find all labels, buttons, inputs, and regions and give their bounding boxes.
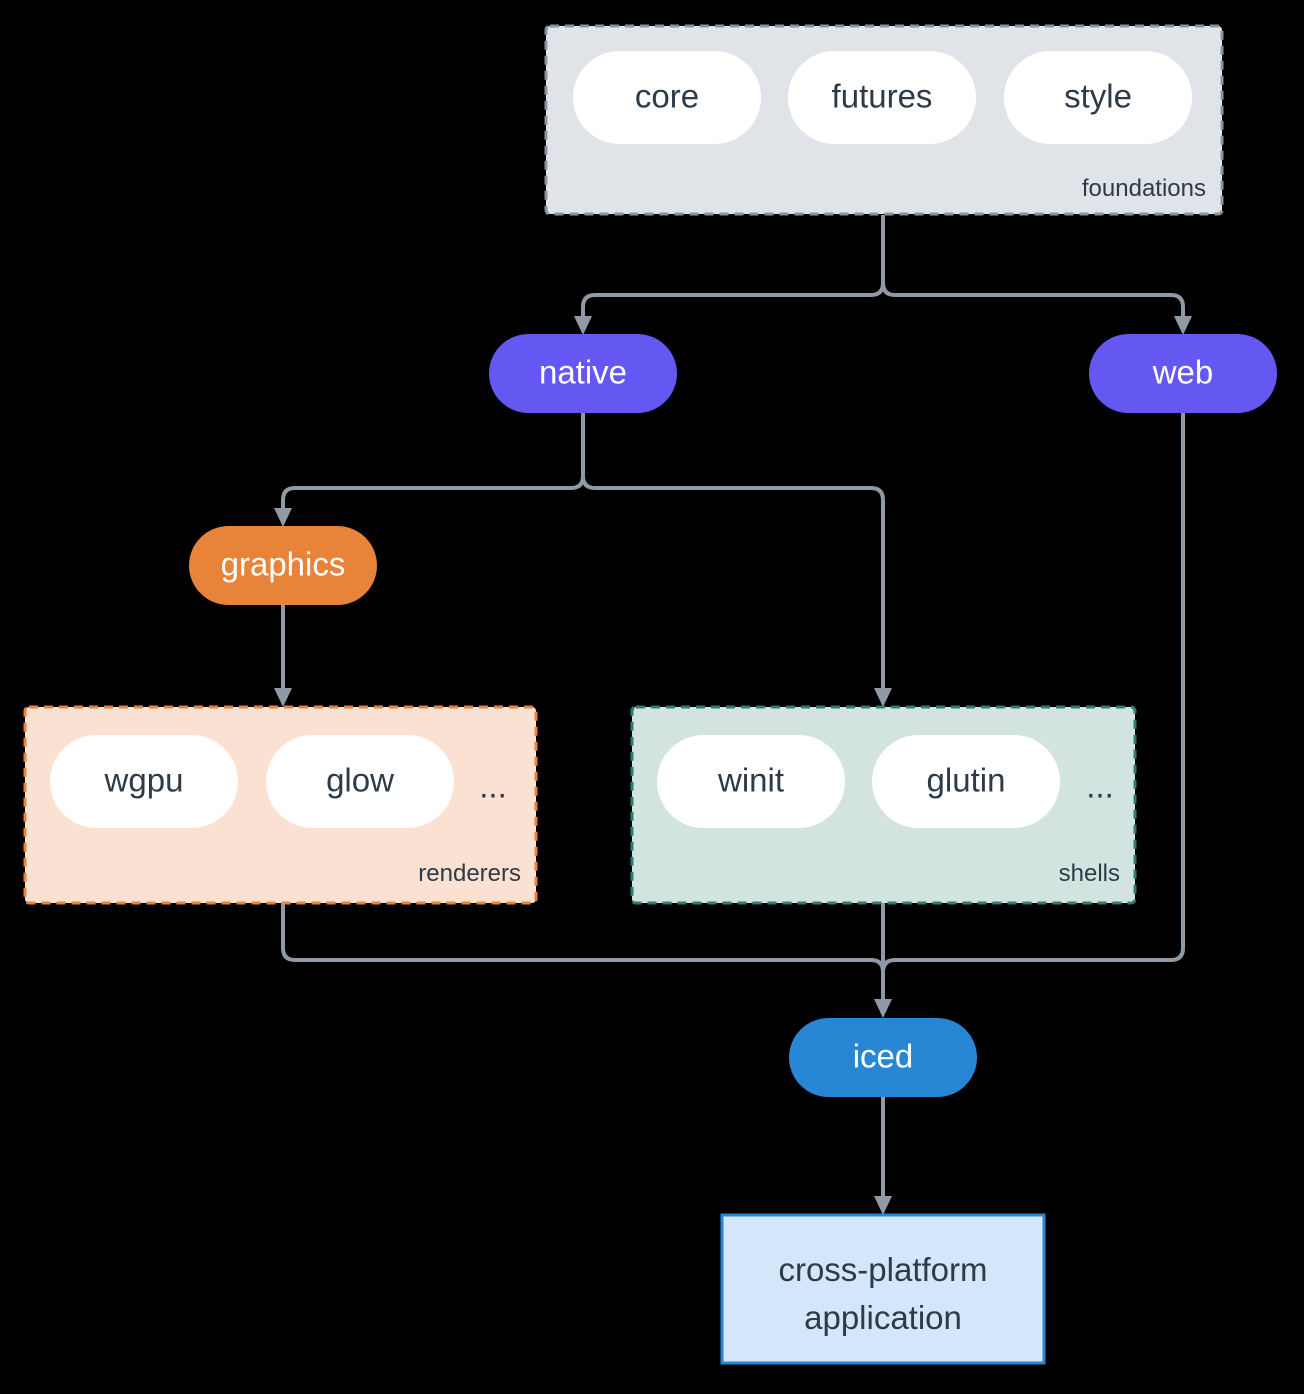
pill-core-shape [573, 51, 761, 144]
pill-glutin[interactable]: glutin [872, 735, 1060, 828]
node-application-shape [720, 1213, 1046, 1365]
pill-glow-shape [266, 735, 454, 828]
renderers-ellipsis: ... [479, 768, 507, 805]
arrow-graphics [274, 508, 292, 527]
foundations-caption: foundations [1082, 175, 1206, 202]
arrow-native [574, 316, 592, 335]
pill-core-label: core [635, 78, 699, 115]
node-iced-shape [789, 1018, 977, 1097]
pill-winit[interactable]: winit [657, 735, 845, 828]
pill-wgpu[interactable]: wgpu [50, 735, 238, 828]
node-native-label: native [539, 354, 627, 391]
pill-winit-label: winit [717, 762, 784, 799]
node-web-shape [1089, 334, 1277, 413]
node-web-label: web [1152, 354, 1214, 391]
pill-core[interactable]: core [573, 51, 761, 144]
node-graphics-shape [189, 526, 377, 605]
node-graphics[interactable]: graphics [189, 526, 377, 605]
pill-futures[interactable]: futures [788, 51, 976, 144]
arrow-renderers [274, 688, 292, 707]
arrow-shells [874, 688, 892, 707]
pill-wgpu-label: wgpu [104, 762, 184, 799]
group-renderers: wgpu glow ... renderers [23, 705, 538, 905]
pill-style[interactable]: style [1004, 51, 1192, 144]
pill-winit-shape [657, 735, 845, 828]
node-web[interactable]: web [1089, 334, 1277, 413]
pill-wgpu-shape [50, 735, 238, 828]
node-native-shape [489, 334, 677, 413]
pill-glow[interactable]: glow [266, 735, 454, 828]
edge-foundations-to-web [881, 282, 1185, 318]
edge-web-to-iced [881, 412, 1185, 1000]
node-application-label-line2: application [804, 1299, 962, 1336]
pill-glutin-shape [872, 735, 1060, 828]
arrow-web [1174, 316, 1192, 335]
pill-futures-shape [788, 51, 976, 144]
arrow-iced [874, 999, 892, 1018]
node-native[interactable]: native [489, 334, 677, 413]
pill-style-label: style [1064, 78, 1132, 115]
pill-glow-label: glow [326, 762, 394, 799]
shells-caption: shells [1059, 860, 1120, 887]
group-foundations: core futures style foundations [544, 24, 1224, 216]
node-application[interactable]: cross-platform application [720, 1213, 1046, 1365]
renderers-caption: renderers [418, 860, 521, 887]
arrow-application [874, 1196, 892, 1215]
pill-style-shape [1004, 51, 1192, 144]
edge-renderers-to-iced [281, 903, 885, 1000]
edge-native-to-graphics [281, 412, 585, 510]
edge-native-to-shells [581, 475, 885, 690]
group-shells: winit glutin ... shells [630, 705, 1137, 905]
node-application-label-line1: cross-platform [778, 1251, 987, 1288]
pill-glutin-label: glutin [927, 762, 1006, 799]
node-iced[interactable]: iced [789, 1018, 977, 1097]
pill-futures-label: futures [832, 78, 933, 115]
node-iced-label: iced [853, 1038, 914, 1075]
edge-layer [274, 215, 1192, 1215]
node-graphics-label: graphics [221, 546, 346, 583]
edge-foundations-to-native-web [581, 215, 885, 318]
shells-ellipsis: ... [1086, 768, 1114, 805]
